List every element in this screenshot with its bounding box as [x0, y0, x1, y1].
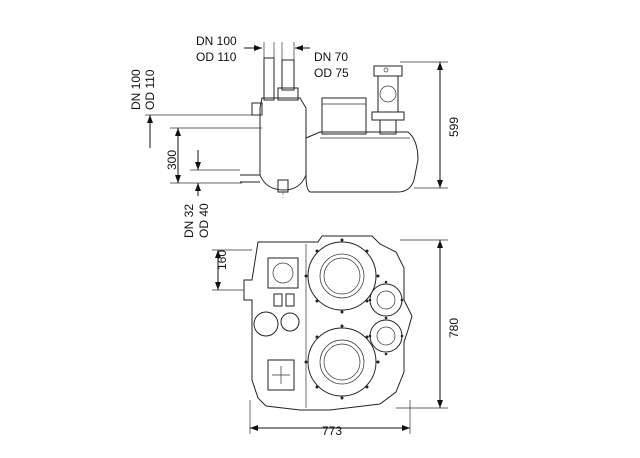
dimension-160: 160	[215, 250, 229, 290]
port-circle-2	[280, 312, 300, 332]
dim-780-label: 780	[447, 318, 461, 338]
top-inlet-od-label: OD 110	[196, 50, 237, 64]
bolt-holes	[304, 238, 404, 400]
inlet-square	[267, 257, 299, 289]
dim-300-label: 300	[165, 150, 179, 170]
dim-773-label: 773	[322, 424, 342, 438]
valve-flange-lower	[369, 319, 403, 353]
side-inlet-od-label: OD 110	[143, 69, 157, 110]
side-view	[145, 57, 448, 198]
dimension-300: 300	[165, 128, 181, 183]
vent-dn-label: DN 70	[314, 50, 348, 64]
motor-housing	[321, 97, 367, 135]
dimension-780: 780	[437, 240, 461, 408]
vent-od-label: OD 75	[314, 66, 349, 80]
dim-160-label: 160	[215, 250, 229, 270]
dimension-599: 599	[437, 62, 461, 188]
side-tank-body	[259, 97, 307, 191]
valve-flange-upper	[369, 283, 403, 317]
main-tank-body	[305, 131, 419, 193]
top-inlet-callout: DN 100 OD 110	[196, 34, 275, 64]
upper-flange	[307, 241, 377, 311]
vent-callout: DN 70 OD 75	[281, 42, 349, 80]
side-inlet-dn-label: DN 100	[129, 69, 143, 110]
plan-outline	[243, 235, 413, 411]
vent-pipe	[281, 59, 295, 91]
plan-view	[212, 235, 448, 434]
vent-pipe-collar	[277, 87, 299, 101]
dimension-773: 773	[250, 424, 410, 438]
valve-bottom-flange	[371, 111, 405, 121]
top-inlet-dn-label: DN 100	[196, 34, 237, 48]
top-inlet-pipe	[263, 57, 275, 101]
bottom-inlet-callout: DN 32 OD 40	[182, 150, 211, 238]
lower-square	[267, 359, 295, 391]
port-circle-1	[253, 311, 279, 337]
side-inlet-callout: DN 100 OD 110	[129, 69, 157, 148]
valve-body	[377, 75, 399, 113]
bottom-inlet-dn-label: DN 32	[182, 204, 196, 238]
dim-599-label: 599	[447, 117, 461, 137]
lower-flange	[307, 327, 377, 397]
bottom-inlet-od-label: OD 40	[197, 203, 211, 238]
